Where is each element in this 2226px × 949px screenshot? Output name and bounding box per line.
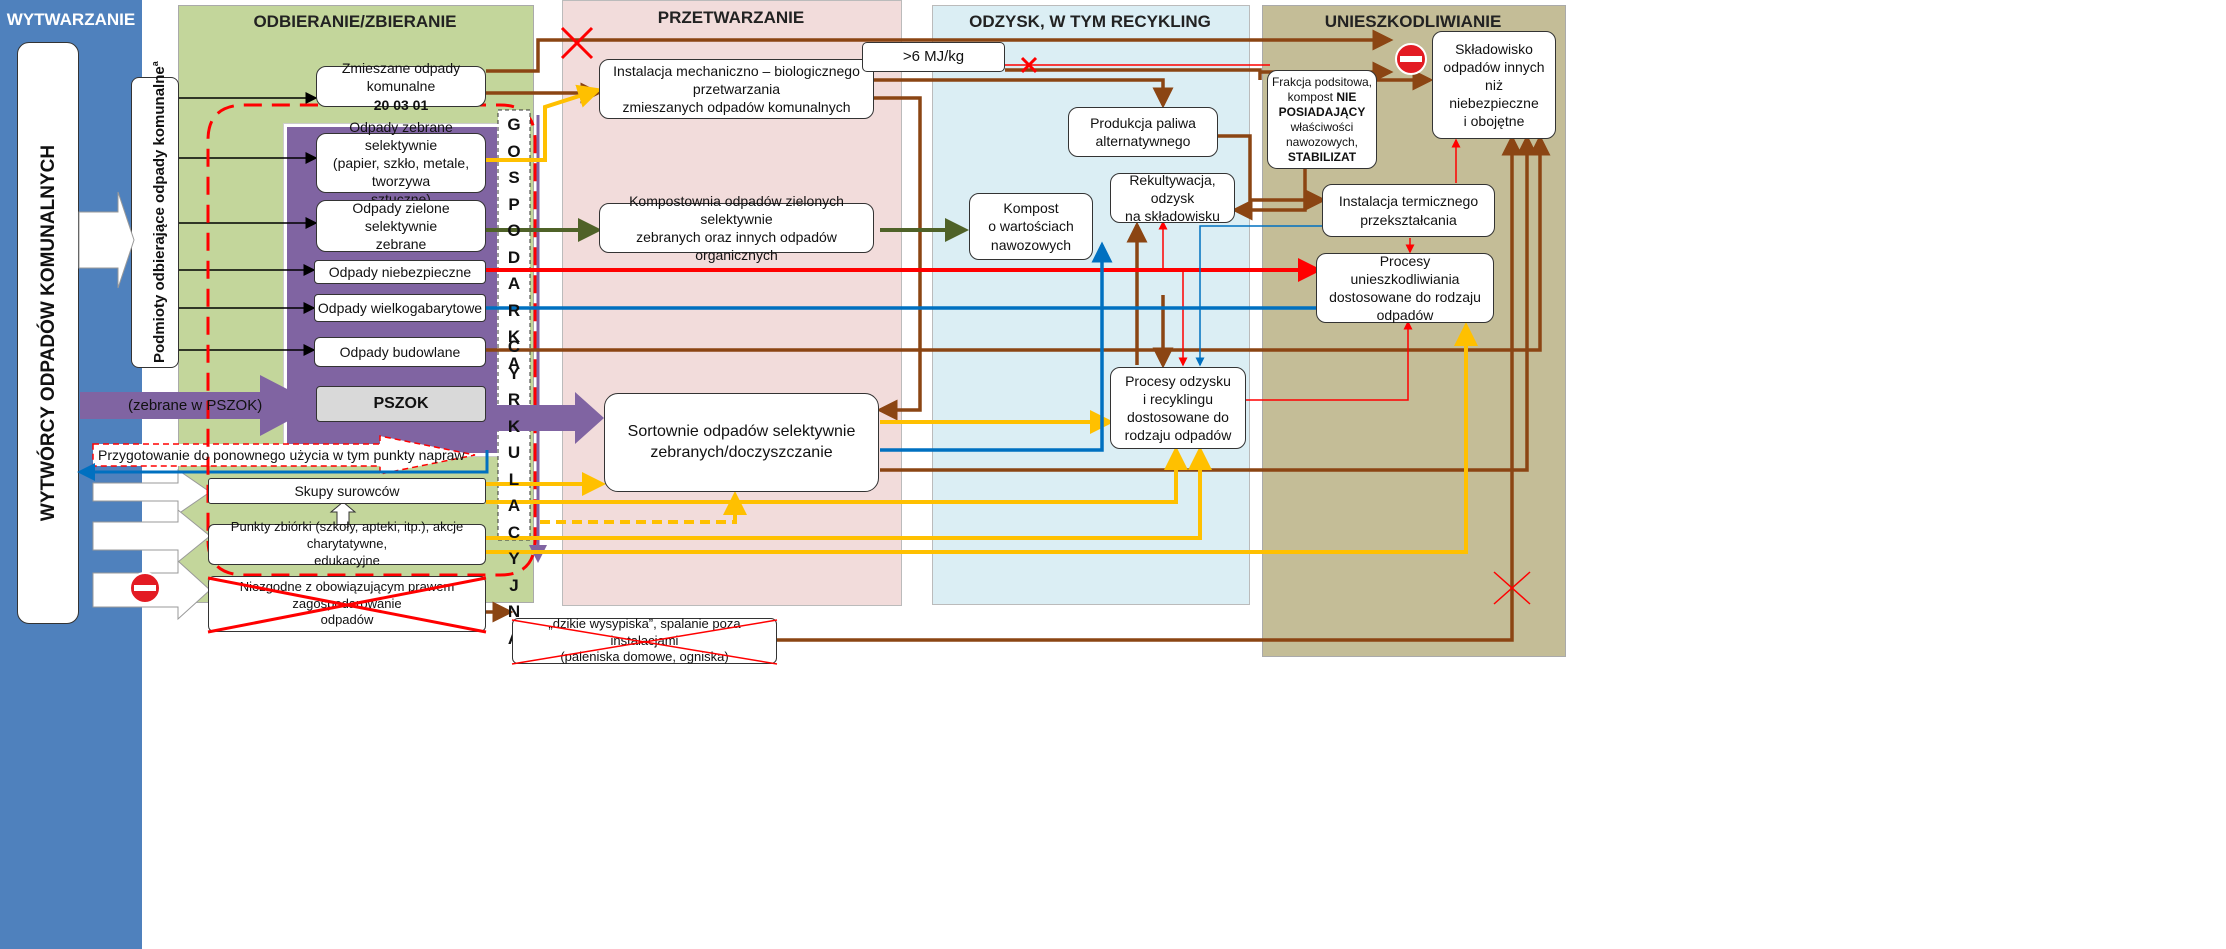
sorting-box: Sortownie odpadów selektywnie zebranych/… (604, 393, 879, 492)
reuse-arrow (92, 435, 476, 475)
pszok-arrow (80, 375, 318, 436)
collection-points-box: Punkty zbiórki (szkoły, apteki, itp.), a… (208, 519, 486, 568)
letter-word1-4: O (507, 221, 521, 240)
arrow-to-scrap (92, 469, 211, 515)
producers-to-collectors-arrow (78, 191, 135, 289)
letter-word2-8: Y (508, 549, 520, 568)
wild-dumps-box: „dzikie wysypiska”, spalanie poza instal… (512, 616, 777, 664)
letter-word1-0: G (507, 115, 521, 134)
letter-word2-2: R (507, 390, 521, 409)
letter-word1-2: S (508, 168, 520, 187)
compost-box: Kompost o wartościach nawozowych (969, 193, 1093, 260)
fraction-box: Frakcja podsitowa, kompost NIE POSIADAJĄ… (1267, 70, 1377, 169)
letter-word2-9: J (509, 575, 519, 595)
construction-waste-box: Odpady budowlane (314, 337, 486, 367)
green-waste-box: Odpady zielone selektywnie zebrane (316, 200, 486, 252)
letter-word1-9: A (507, 353, 521, 373)
blocked-x-marks (560, 26, 1531, 605)
selective-waste-box: Odpady zebrane selektywnie (papier, szkł… (316, 119, 486, 207)
scrap-box: Skupy surowców (208, 478, 486, 504)
reuse-label: Przygotowanie do ponownego użycia w tym … (98, 447, 465, 463)
letter-word2-5: L (508, 469, 520, 489)
letter-word2-6: A (507, 496, 521, 515)
reclamation-box: Rekultywacja, odzysk na składowisku (1110, 172, 1235, 224)
letter-word2-7: C (507, 522, 521, 542)
disposal-processes-box: Procesy unieszkodliwiania dostosowane do… (1316, 253, 1494, 323)
title-przetwarzanie: PRZETWARZANIE (657, 8, 805, 27)
producers-box (17, 42, 79, 624)
letter-word1-6: A (507, 274, 521, 293)
letter-word1-7: R (507, 300, 521, 320)
recycling-box: Procesy odzysku i recyklingu dostosowane… (1110, 367, 1246, 449)
letter-word1-1: O (507, 141, 521, 161)
bulky-waste-box: Odpady wielkogabarytowe (314, 294, 486, 322)
pszok-arrow-label: (zebrane w PSZOK) (128, 397, 263, 414)
letter-word2-10: N (507, 602, 521, 621)
column-odzysk (932, 5, 1250, 605)
hazardous-waste-box: Odpady niebezpieczne (314, 260, 486, 284)
circular-economy-boundary (206, 103, 537, 577)
letter-word2-3: K (507, 416, 521, 436)
letter-word2-4: U (507, 443, 521, 462)
letter-word1-5: D (507, 247, 521, 267)
title-odzysk: ODZYSK, W TYM RECYKLING (969, 12, 1211, 31)
landfill-box: Składowisko odpadów innych niż niebezpie… (1432, 31, 1556, 139)
pszok-to-sorting-arrow (486, 392, 604, 444)
alt-fuel-box: Produkcja paliwa alternatywnego (1068, 107, 1218, 157)
circular-economy-word2: CYRKULACYJNA (500, 334, 528, 652)
mixed-waste-box: Zmieszane odpady komunalne 20 03 01 (316, 60, 486, 113)
letter-word2-1: Y (508, 363, 520, 383)
arrow-to-points (92, 508, 211, 564)
letter-word2-0: C (507, 337, 521, 356)
points-to-scrap-arrow (329, 501, 357, 527)
mbt-installation-box: Instalacja mechaniczno – biologicznego p… (599, 59, 874, 119)
illegal-box: Niezgodne z obowiązującym prawem zagospo… (208, 576, 486, 632)
letter-word1-8: K (507, 327, 521, 346)
pszok-box: PSZOK (316, 386, 486, 422)
thermal-installation-box: Instalacja termicznego przekształcania (1322, 184, 1495, 237)
title-odbieranie: ODBIERANIE/ZBIERANIE (253, 12, 457, 31)
title-unieszkodliwianie: UNIESZKODLIWIANIE (1324, 12, 1502, 31)
mj-label-box: >6 MJ/kg (862, 42, 1005, 72)
letter-word1-3: P (508, 194, 520, 214)
composting-box: Kompostownia odpadów zielonych selektywn… (599, 193, 874, 263)
collectors-box (131, 77, 179, 368)
title-wytwarzanie: WYTWARZANIE (6, 10, 136, 29)
